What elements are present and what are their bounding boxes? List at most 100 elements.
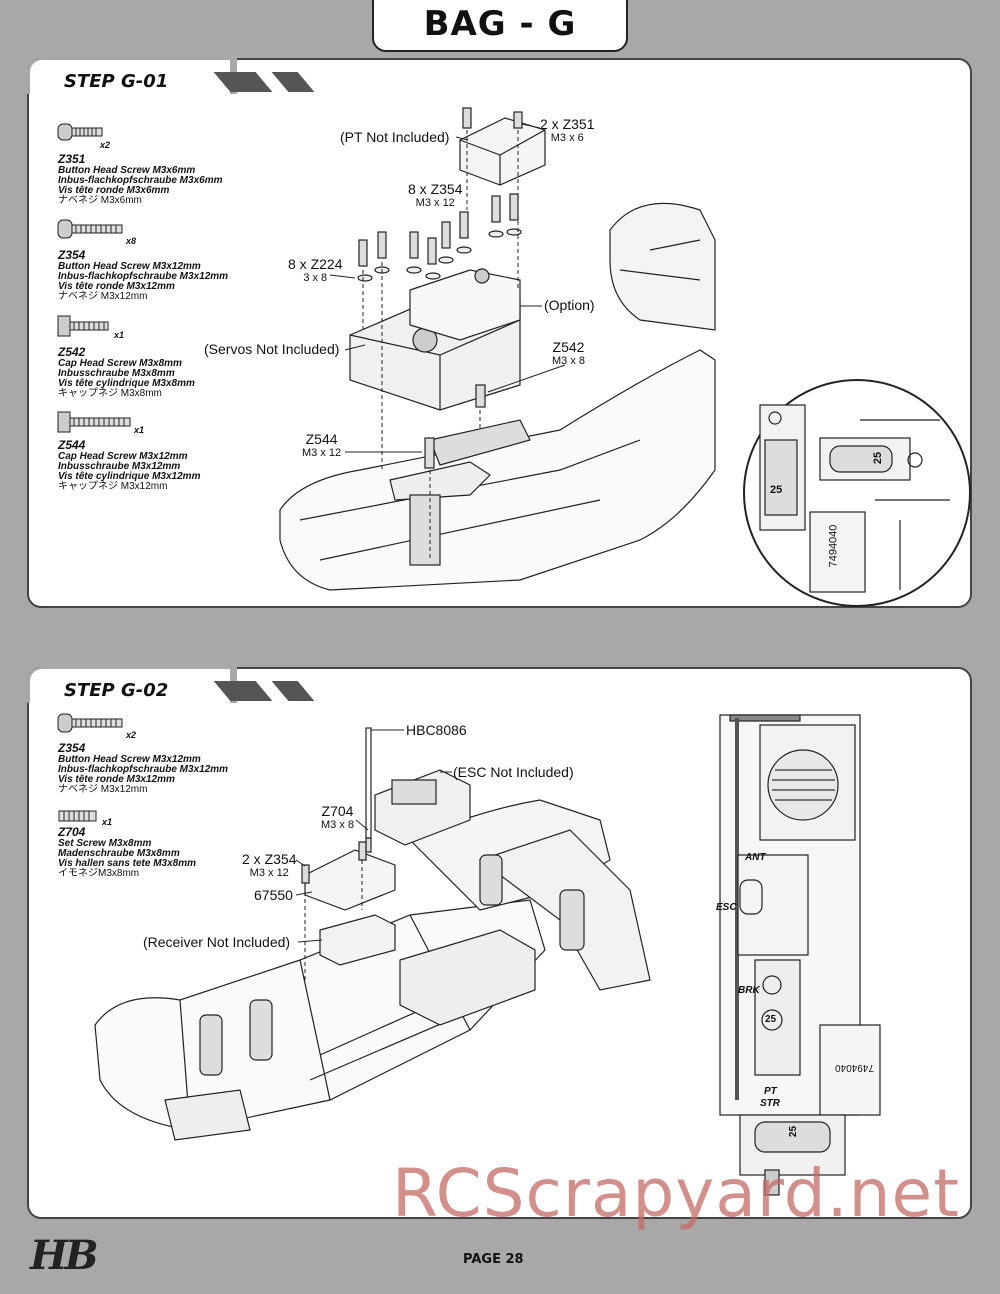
part-line: Cap Head Screw M3x8mm <box>58 358 182 369</box>
part-line: Inbus-flachkopfschraube M3x12mm <box>58 764 229 775</box>
part-desc-z354: Z354 Button Head Screw M3x12mm Inbus-fla… <box>58 248 228 302</box>
callout-main: Z704 <box>321 803 354 819</box>
callout-hbc8086: HBC8086 <box>406 722 467 738</box>
part-desc-z544: Z544 Cap Head Screw M3x12mm Inbusschraub… <box>58 438 200 492</box>
callout-sub: M3 x 12 <box>415 197 455 209</box>
step-g01-assembly-drawing <box>279 107 971 607</box>
part-line: Vis tête cylindrique M3x8mm <box>58 378 195 389</box>
part-line: Vis hallen sans tete M3x8mm <box>58 858 197 869</box>
callout-main: 2 x Z351 <box>540 116 595 132</box>
part-line-jp: ナベネジ M3x6mm <box>58 195 142 206</box>
callout-67550: 67550 <box>254 887 293 903</box>
bag-title-tab: BAG - G <box>372 0 628 52</box>
wiring-pt-code: 7494040 <box>835 1062 874 1073</box>
part-code: Z542 <box>58 345 86 359</box>
part-code: Z351 <box>58 152 86 166</box>
set-screw-icon <box>58 810 97 822</box>
callout-sub: M3 x 6 <box>550 132 584 144</box>
callout-main: 2 x Z354 <box>242 851 297 867</box>
wire-label-esc: ESC <box>716 902 737 913</box>
wire-label-ant: ANT <box>745 852 766 863</box>
callout-z354: 2 x Z354 M3 x 12 <box>242 851 297 880</box>
part-line: Button Head Screw M3x6mm <box>58 165 196 176</box>
wire-label-pt: PT <box>764 1086 777 1097</box>
part-item-z704 <box>58 809 98 828</box>
part-qty: x2 <box>126 730 137 740</box>
part-line-jp: ナベネジ M3x12mm <box>58 784 148 795</box>
step-g02-assembly-drawing <box>94 714 881 1196</box>
part-line: Madenschraube M3x8mm <box>58 848 180 859</box>
callout-receiver-not-included: (Receiver Not Included) <box>143 934 291 950</box>
wire-label-brk: BRK <box>738 985 760 996</box>
part-line: Cap Head Screw M3x12mm <box>58 451 188 462</box>
wiring-servo-number: 25 <box>788 1125 800 1138</box>
callout-sub: M3 x 8 <box>321 819 355 831</box>
callout-main: 8 x Z354 <box>408 181 463 197</box>
part-desc-z354: Z354 Button Head Screw M3x12mm Inbus-fla… <box>58 741 228 795</box>
button-head-screw-icon <box>57 123 103 141</box>
button-head-screw-icon <box>57 219 123 239</box>
wiring-servo-number: 25 <box>765 1014 777 1025</box>
callout-main: Z542 <box>552 339 585 355</box>
part-item-z354 <box>57 218 124 245</box>
callout-z354: 8 x Z354 M3 x 12 <box>408 181 463 210</box>
part-line: Inbus-flachkopfschraube M3x6mm <box>58 175 223 186</box>
part-desc-z351: Z351 Button Head Screw M3x6mm Inbus-flac… <box>58 152 222 206</box>
part-line-jp: キャップネジ M3x12mm <box>58 481 168 492</box>
detail-servo-number: 25 <box>872 451 885 465</box>
part-line: Button Head Screw M3x12mm <box>58 754 201 765</box>
part-desc-z704: Z704 Set Screw M3x8mm Madenschraube M3x8… <box>58 825 196 879</box>
part-qty: x2 <box>100 140 111 150</box>
callout-esc-not-included: (ESC Not Included) <box>453 764 574 780</box>
cap-head-screw-icon <box>57 315 109 337</box>
part-line-jp: キャップネジ M3x8mm <box>58 388 162 399</box>
part-item-z544 <box>57 411 132 438</box>
part-line: Set Screw M3x8mm <box>58 838 152 849</box>
watermark: RCScrapyard.net <box>392 1155 960 1232</box>
part-line: Inbusschraube M3x12mm <box>58 461 181 472</box>
part-line-jp: イモネジM3x8mm <box>58 868 140 879</box>
part-desc-z542: Z542 Cap Head Screw M3x8mm Inbusschraube… <box>58 345 195 399</box>
part-line: Button Head Screw M3x12mm <box>58 261 201 272</box>
detail-servo-number: 25 <box>770 484 783 496</box>
step-g01-label: STEP G-01 <box>64 71 169 92</box>
callout-z542: Z542 M3 x 8 <box>552 339 586 368</box>
callout-main: 8 x Z224 <box>288 256 343 272</box>
part-qty: x1 <box>102 817 113 827</box>
part-line: Inbusschraube M3x8mm <box>58 368 175 379</box>
cap-head-screw-icon <box>57 411 131 433</box>
part-qty: x1 <box>114 330 125 340</box>
part-qty: x8 <box>126 236 137 246</box>
detail-pt-code: 7494040 <box>827 524 840 568</box>
part-line: Vis tête ronde M3x12mm <box>58 281 175 292</box>
callout-option: (Option) <box>544 297 595 313</box>
part-code: Z354 <box>58 741 86 755</box>
callout-sub: 3 x 8 <box>303 272 328 284</box>
button-head-screw-icon <box>57 713 123 733</box>
callout-sub: M3 x 8 <box>552 355 586 367</box>
callout-main: Z544 <box>305 431 338 447</box>
callout-z351: 2 x Z351 M3 x 6 <box>540 116 595 145</box>
part-line: Inbus-flachkopfschraube M3x12mm <box>58 271 229 282</box>
part-item-z354 <box>57 712 124 739</box>
part-line: Vis tête cylindrique M3x12mm <box>58 471 201 482</box>
callout-pt-not-included: (PT Not Included) <box>340 129 450 145</box>
callout-z704: Z704 M3 x 8 <box>321 803 355 832</box>
part-code: Z704 <box>58 825 86 839</box>
callout-z544: Z544 M3 x 12 <box>302 431 342 460</box>
callout-sub: M3 x 12 <box>302 447 342 459</box>
step-g02-label: STEP G-02 <box>64 680 169 701</box>
part-qty: x1 <box>134 425 145 435</box>
callout-sub: M3 x 12 <box>249 867 289 879</box>
wire-label-str: STR <box>760 1098 780 1109</box>
part-line: Vis tête ronde M3x6mm <box>58 185 170 196</box>
part-line-jp: ナベネジ M3x12mm <box>58 291 148 302</box>
callout-servos-not-included: (Servos Not Included) <box>204 341 340 357</box>
part-item-z351 <box>57 122 104 147</box>
part-item-z542 <box>57 315 110 342</box>
page-number: PAGE 28 <box>463 1252 524 1267</box>
callout-z224: 8 x Z224 3 x 8 <box>288 256 343 285</box>
part-code: Z544 <box>58 438 86 452</box>
part-line: Vis tête ronde M3x12mm <box>58 774 175 785</box>
bag-title: BAG - G <box>423 4 577 44</box>
